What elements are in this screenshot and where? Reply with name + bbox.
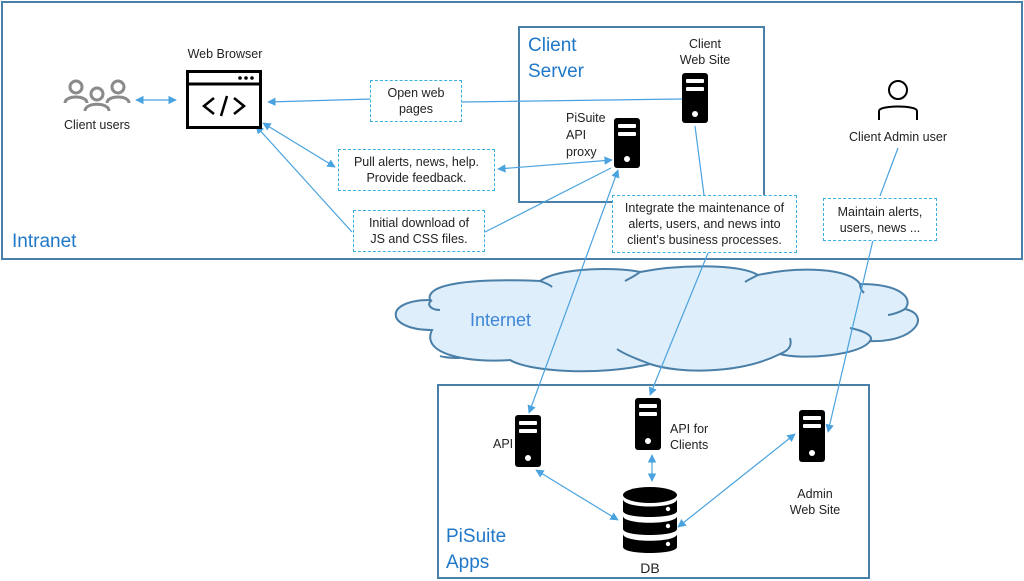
- browser-code-icon: [186, 70, 262, 129]
- api-proxy-label: PiSuite API proxy: [566, 111, 606, 159]
- note-initial-download: Initial download of JS and CSS files.: [353, 210, 485, 252]
- connector-integrate-apiclients: [648, 252, 709, 396]
- admin-web-site-server-icon: [799, 410, 825, 462]
- client-web-site-label: Client Web Site: [679, 37, 731, 67]
- web-browser-label: Web Browser: [187, 47, 263, 61]
- api-for-clients-label: API for Clients: [670, 422, 709, 452]
- client-server-label: Client Server: [528, 35, 584, 82]
- internet-label: Internet: [470, 310, 532, 330]
- person-icon: [878, 80, 918, 120]
- note-integrate: Integrate the maintenance of alerts, use…: [612, 195, 797, 253]
- note-pull-alerts: Pull alerts, news, help. Provide feedbac…: [338, 149, 495, 191]
- database-icon: [623, 487, 677, 553]
- admin-web-site-label: Admin Web Site: [789, 487, 841, 517]
- api-proxy-server-icon: [614, 118, 640, 168]
- intranet-label: Intranet: [12, 231, 77, 252]
- pisuite-apps-label: PiSuite Apps: [446, 526, 507, 573]
- note-open-web-pages: Open web pages: [370, 80, 462, 122]
- client-users-label: Client users: [64, 118, 130, 132]
- client-admin-user-label: Client Admin user: [849, 130, 947, 144]
- intranet-zone: [1, 1, 1023, 260]
- client-web-site-server-icon: [682, 73, 708, 123]
- api-server-icon: [515, 415, 541, 467]
- api-label: API: [493, 437, 514, 451]
- note-maintain: Maintain alerts, users, news ...: [823, 198, 937, 241]
- db-label: DB: [640, 560, 660, 576]
- api-for-clients-server-icon: [635, 398, 661, 450]
- users-group-icon: [63, 79, 131, 112]
